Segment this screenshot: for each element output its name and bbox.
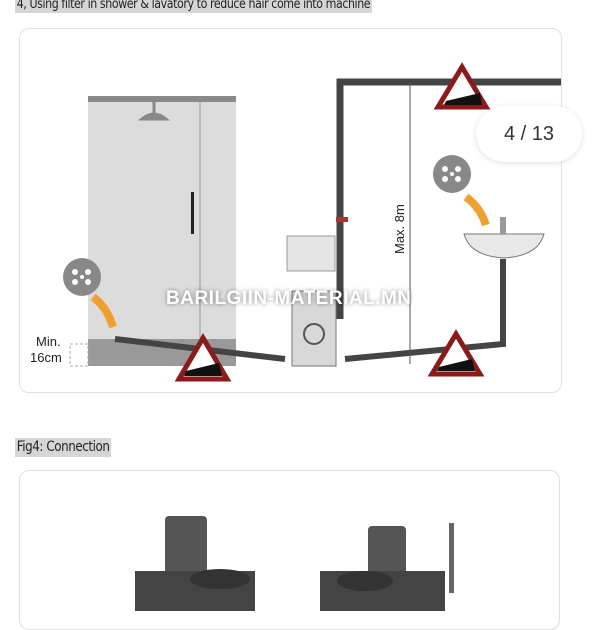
toilet-with-pump	[320, 526, 445, 611]
min-value: 16cm	[30, 350, 62, 365]
figure-installation-diagram: Min. 16cm Max. 8m	[19, 28, 562, 393]
slope-warning-icon	[433, 62, 491, 110]
toilet-with-pump	[135, 516, 255, 611]
figure-connection-diagram	[19, 470, 560, 630]
shower-head-icon	[137, 102, 171, 121]
figure-caption: Fig4: Connection	[15, 438, 112, 457]
watermark: BARILGIIN-MATERIAL.MN	[166, 288, 412, 309]
arrow-icon	[90, 293, 117, 329]
macerator-pump	[291, 290, 337, 367]
slope-warning-icon	[427, 329, 485, 377]
filter-icon	[63, 258, 101, 296]
section-heading: 4, Using filter in shower & lavatory to …	[15, 0, 372, 13]
filter-icon	[433, 155, 471, 193]
installation-illustration: Min. 16cm Max. 8m	[30, 62, 561, 382]
image-counter: 4 / 13	[476, 106, 582, 162]
connection-illustration	[135, 516, 454, 611]
door-handle	[191, 192, 194, 234]
max-height-label: Max. 8m	[392, 204, 407, 254]
slope-warning-icon	[174, 333, 232, 382]
min-label: Min.	[36, 334, 61, 349]
sink	[463, 233, 545, 259]
arrow-icon	[463, 193, 490, 227]
